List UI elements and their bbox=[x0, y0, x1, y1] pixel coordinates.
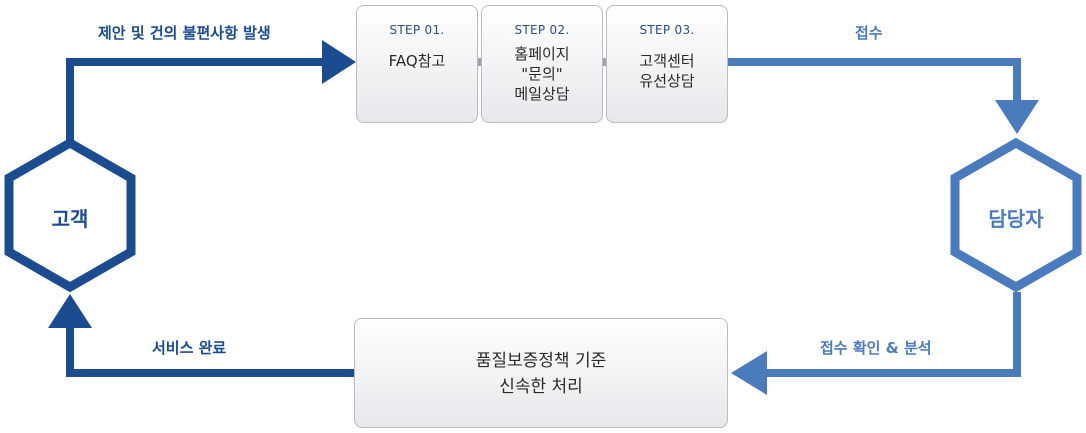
arrowhead-to-process bbox=[731, 351, 767, 395]
arrow-customer-to-steps bbox=[66, 58, 325, 150]
step-text: FAQ참고 bbox=[388, 52, 446, 70]
edge-label-service-complete: 서비스 완료 bbox=[152, 339, 227, 357]
step-text: 고객센터 유선상담 bbox=[639, 52, 695, 90]
arrowhead-to-steps bbox=[322, 40, 356, 84]
customer-hexagon bbox=[4, 137, 136, 293]
step-number: STEP 01. bbox=[389, 23, 445, 37]
edge-label-receipt: 접수 bbox=[855, 24, 883, 42]
process-text: 품질보증정책 기준 신속한 처리 bbox=[475, 351, 607, 397]
customer-label: 고객 bbox=[51, 207, 89, 231]
arrow-steps-to-manager bbox=[728, 58, 1021, 102]
step-connector bbox=[478, 58, 482, 66]
arrowhead-to-customer bbox=[48, 294, 92, 328]
arrow-manager-to-process bbox=[765, 292, 1021, 377]
step-connector bbox=[603, 58, 607, 66]
process-box: 품질보증정책 기준 신속한 처리 bbox=[354, 318, 728, 428]
step-box-3: STEP 03. 고객센터 유선상담 bbox=[606, 5, 728, 123]
manager-hexagon bbox=[950, 137, 1082, 293]
step-number: STEP 02. bbox=[514, 23, 570, 37]
step-box-1: STEP 01. FAQ참고 bbox=[356, 5, 478, 123]
edge-label-analysis: 접수 확인 & 분석 bbox=[820, 339, 932, 357]
step-number: STEP 03. bbox=[639, 23, 695, 37]
arrow-process-to-customer bbox=[66, 326, 354, 377]
manager-label: 담당자 bbox=[988, 207, 1044, 231]
arrowhead-to-manager bbox=[995, 100, 1039, 134]
step-text: 홈페이지 "문의" 메일상담 bbox=[514, 45, 570, 103]
edge-label-issue: 제안 및 건의 불편사항 발생 bbox=[98, 24, 271, 42]
step-box-2: STEP 02. 홈페이지 "문의" 메일상담 bbox=[481, 5, 603, 123]
